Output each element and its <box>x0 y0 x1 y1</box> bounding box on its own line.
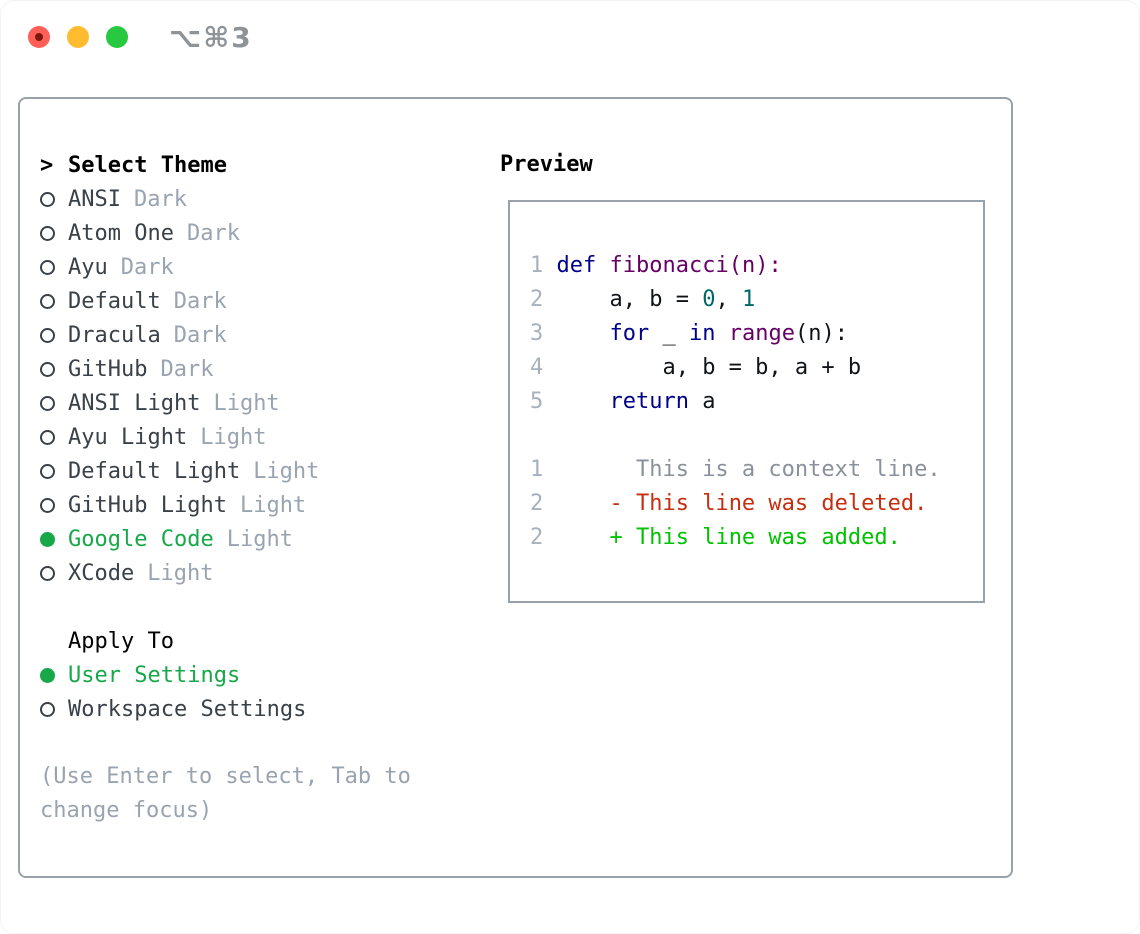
radio-icon <box>40 701 55 717</box>
theme-option[interactable]: XCode Light <box>40 556 411 590</box>
preview-line: 2 - This line was deleted. <box>530 491 928 516</box>
radio-icon <box>40 667 55 683</box>
theme-option-name: GitHub Light <box>68 492 227 518</box>
apply-to-list: User Settings Workspace Settings <box>40 658 411 726</box>
theme-option[interactable]: GitHub Light Light <box>40 488 411 522</box>
radio-icon <box>40 531 55 547</box>
theme-option-tag: Light <box>213 390 280 416</box>
apply-to-option-name: Workspace Settings <box>68 696 307 722</box>
preview-line: 1 This is a context line. <box>530 457 941 482</box>
theme-option-name: Default Light <box>68 458 241 484</box>
radio-icon <box>40 565 55 581</box>
radio-icon <box>40 463 55 479</box>
radio-icon <box>40 259 55 275</box>
theme-option-tag: Light <box>200 424 267 450</box>
theme-option-name: GitHub <box>68 356 148 382</box>
preview-line: 4 a, b = b, a + b <box>530 355 862 380</box>
preview-line: 2 + This line was added. <box>530 525 901 550</box>
theme-option[interactable]: ANSI Light Light <box>40 386 411 420</box>
theme-option-tag: Light <box>147 560 214 586</box>
help-text: (Use Enter to select, Tab to change focu… <box>40 760 411 828</box>
window-title: ⌥⌘3 <box>169 20 253 54</box>
theme-list-column: > Select Theme ANSI Dark Atom One Dark A… <box>40 148 411 828</box>
preview-pane: 1 def fibonacci(n): 2 a, b = 0, 1 3 for _ … <box>508 200 985 603</box>
theme-option-tag: Light <box>239 492 307 518</box>
apply-to-option[interactable]: Workspace Settings <box>40 692 411 726</box>
theme-option-tag: Light <box>226 526 293 552</box>
preview-code: 1 def fibonacci(n): 2 a, b = 0, 1 3 for _ … <box>530 215 983 555</box>
unsaved-changes-dot <box>35 33 43 41</box>
preview-header: Preview <box>500 152 593 177</box>
theme-option-name: Dracula <box>68 322 161 348</box>
titlebar: ⌥⌘3 <box>0 0 1140 74</box>
help-line-1: (Use Enter to select, Tab to <box>40 764 411 789</box>
spacer <box>40 726 411 760</box>
preview-line <box>530 215 983 249</box>
theme-option-name: XCode <box>68 560 135 586</box>
select-theme-label: Select Theme <box>68 152 227 178</box>
zoom-button[interactable] <box>106 26 128 48</box>
radio-icon <box>40 225 55 241</box>
apply-to-option-name: User Settings <box>68 662 241 688</box>
theme-option[interactable]: GitHub Dark <box>40 352 411 386</box>
apply-to-label: Apply To <box>68 628 174 654</box>
radio-icon <box>40 293 55 309</box>
theme-option-name: Default <box>68 288 161 314</box>
theme-option-name: Atom One <box>68 220 174 246</box>
radio-icon <box>40 327 55 343</box>
preview-line: 5 return a <box>530 389 716 414</box>
close-button[interactable] <box>28 26 50 48</box>
apply-to-header: Apply To <box>40 624 411 658</box>
help-line-2: change focus) <box>40 798 213 823</box>
theme-option-tag: Dark <box>186 220 240 246</box>
theme-option[interactable]: Default Light Light <box>40 454 411 488</box>
radio-icon <box>40 497 55 513</box>
cursor-icon: > <box>40 152 54 178</box>
theme-option-name: Ayu Light <box>68 424 188 450</box>
radio-icon <box>40 361 55 377</box>
radio-icon <box>40 191 55 207</box>
theme-option-name: Ayu <box>68 254 108 280</box>
theme-option[interactable]: Default Dark <box>40 284 411 318</box>
theme-option-name: ANSI <box>68 186 121 212</box>
theme-option[interactable]: Dracula Dark <box>40 318 411 352</box>
preview-line: 3 for _ in range(n): <box>530 321 848 346</box>
theme-option[interactable]: Google Code Light <box>40 522 411 556</box>
theme-option-name: Google Code <box>68 526 214 552</box>
spacer <box>40 590 411 624</box>
select-theme-header: > Select Theme <box>40 148 411 182</box>
theme-option-name: ANSI Light <box>68 390 201 416</box>
theme-option-tag: Dark <box>160 356 214 382</box>
apply-to-option[interactable]: User Settings <box>40 658 411 692</box>
theme-option[interactable]: Atom One Dark <box>40 216 411 250</box>
preview-line <box>530 419 983 453</box>
theme-option[interactable]: Ayu Dark <box>40 250 411 284</box>
minimize-button[interactable] <box>67 26 89 48</box>
theme-picker-dialog: > Select Theme ANSI Dark Atom One Dark A… <box>18 97 1013 878</box>
preview-line: 2 a, b = 0, 1 <box>530 287 756 312</box>
theme-option-tag: Dark <box>120 254 174 280</box>
preview-line: 1 def fibonacci(n): <box>530 253 782 278</box>
theme-option-tag: Dark <box>173 322 227 348</box>
radio-icon <box>40 429 55 445</box>
theme-option-tag: Dark <box>133 186 187 212</box>
theme-list: ANSI Dark Atom One Dark Ayu Dark Default… <box>40 182 411 590</box>
theme-option-tag: Dark <box>173 288 227 314</box>
theme-option[interactable]: ANSI Dark <box>40 182 411 216</box>
theme-option-tag: Light <box>253 458 320 484</box>
traffic-lights <box>28 26 145 48</box>
radio-icon <box>40 395 55 411</box>
theme-option[interactable]: Ayu Light Light <box>40 420 411 454</box>
